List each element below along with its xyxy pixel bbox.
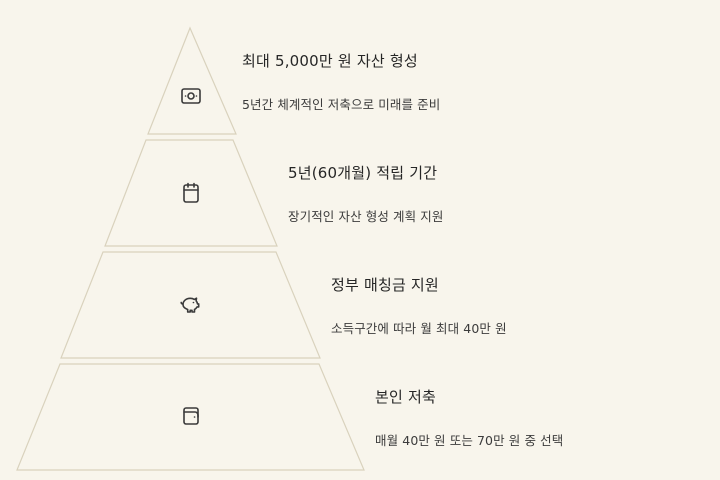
tier-2-description: 장기적인 자산 형성 계획 지원: [288, 209, 444, 224]
tier-2-title: 5년(60개월) 적립 기간: [288, 164, 438, 182]
piggy-bank-icon: [178, 292, 202, 316]
tier-4-description: 매월 40만 원 또는 70만 원 중 선택: [375, 433, 564, 448]
banknote-icon: [179, 84, 203, 108]
tier-3-description: 소득구간에 따라 월 최대 40만 원: [331, 321, 507, 336]
tier-4-title: 본인 저축: [375, 388, 436, 406]
tier-3-shape: [60, 251, 321, 359]
tier-1-title: 최대 5,000만 원 자산 형성: [242, 52, 418, 70]
tier-1-shape: [147, 26, 237, 135]
calendar-icon: [179, 181, 203, 205]
tier-1-description: 5년간 체계적인 저축으로 미래를 준비: [242, 97, 441, 112]
tier-2-shape: [104, 139, 278, 247]
wallet-icon: [179, 404, 203, 428]
tier-3-title: 정부 매칭금 지원: [331, 276, 439, 294]
tier-4-shape: [16, 363, 365, 471]
